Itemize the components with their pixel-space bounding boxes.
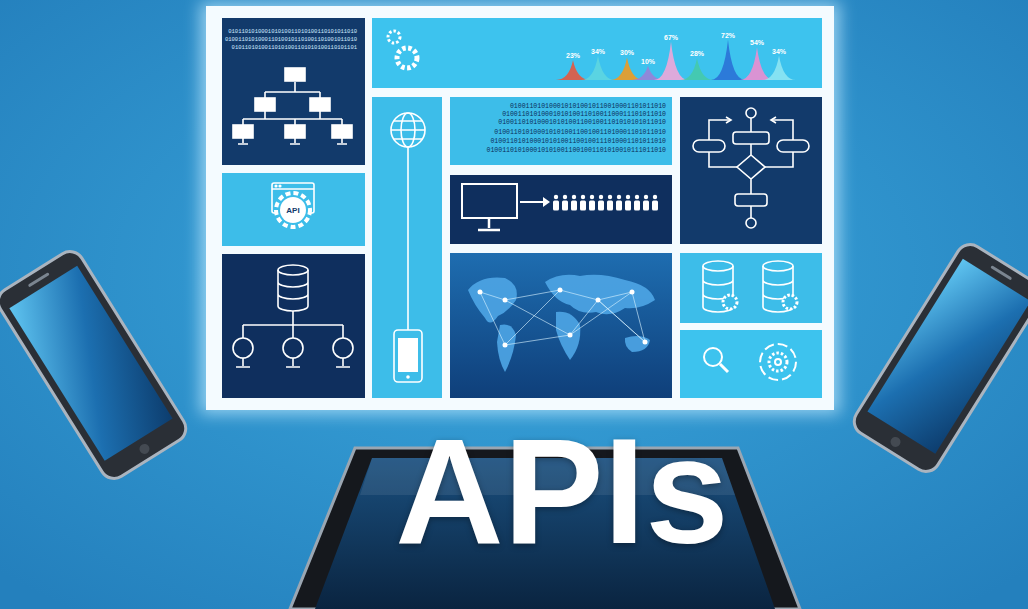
user-figure: [608, 195, 612, 199]
user-figure: [553, 201, 559, 211]
user-figure: [563, 195, 567, 199]
binary-code: 0100110101000101010010110010001101011010: [510, 104, 666, 111]
api-gear-badge: [272, 183, 314, 227]
user-figure: [572, 195, 576, 199]
chart-peak: [556, 60, 590, 80]
binary-code: 0100110101000101010011010011000111010110…: [502, 112, 666, 119]
user-figure: [589, 201, 595, 211]
user-figure: [652, 201, 658, 211]
user-figure: [580, 201, 586, 211]
user-figure: [599, 195, 603, 199]
world-map: [468, 275, 655, 372]
user-figure: [644, 195, 648, 199]
user-figure: [625, 201, 631, 211]
gears-icon: [388, 31, 417, 68]
chart-percent: 23%: [566, 52, 580, 59]
left-phone: [0, 246, 191, 483]
chart-peak: [762, 56, 796, 80]
user-figure: [590, 195, 594, 199]
binary-code: 0100110101000101010011001001101010101011…: [498, 120, 666, 127]
user-figure: [616, 201, 622, 211]
chart-peak: [581, 56, 615, 80]
user-figure: [626, 195, 630, 199]
user-figure: [653, 195, 657, 199]
globe-phone-icon: [391, 113, 425, 382]
chart-percent: 54%: [750, 39, 764, 46]
board-glow: [200, 2, 840, 414]
chart-percent: 72%: [721, 32, 735, 39]
binary-code: 0100110101000101010011001001110100011010…: [490, 139, 666, 146]
title: APIs: [395, 416, 728, 566]
chart-percent: 28%: [690, 50, 704, 57]
binary-code: 0100110101000101010011001001101010010111…: [487, 148, 666, 155]
database-tree-icon: [233, 265, 353, 367]
right-phone: [849, 239, 1028, 476]
binary-code: 01011010100110101001101010100110101101: [232, 45, 357, 51]
panels: [222, 18, 822, 398]
chart-peak: [680, 58, 714, 80]
network-tree-icon: [233, 68, 352, 144]
monitor-users-icon: [462, 184, 658, 230]
chart-peak: [654, 42, 688, 80]
flowchart-icon: [693, 108, 809, 228]
user-figure: [571, 201, 577, 211]
chart-percent: 34%: [772, 48, 786, 55]
user-figure: [581, 195, 585, 199]
database-gears-icon: [703, 261, 797, 312]
chart-percent: 67%: [664, 34, 678, 41]
user-figure: [554, 195, 558, 199]
board: [206, 6, 834, 410]
peak-chart: [556, 40, 796, 80]
user-figure: [643, 201, 649, 211]
binary-code: 010110101000101010011010100110101011010: [228, 29, 357, 35]
user-figure: [635, 195, 639, 199]
binary-code: 0100110101000101010011001001101000110101…: [494, 130, 666, 137]
chart-percent: 30%: [620, 49, 634, 56]
search-gear-icon: [704, 344, 796, 380]
binary-code: 0100110101000110100101101001101001011010: [225, 37, 357, 43]
chart-peak: [740, 47, 774, 80]
chart-peak: [711, 40, 745, 80]
chart-peak: [610, 57, 644, 80]
chart-percent: 34%: [591, 48, 605, 55]
user-figure: [562, 201, 568, 211]
user-figure: [607, 201, 613, 211]
chart-percent: 10%: [641, 58, 655, 65]
api-badge-text: API: [286, 206, 299, 215]
user-figure: [617, 195, 621, 199]
user-figure: [598, 201, 604, 211]
user-figure: [634, 201, 640, 211]
